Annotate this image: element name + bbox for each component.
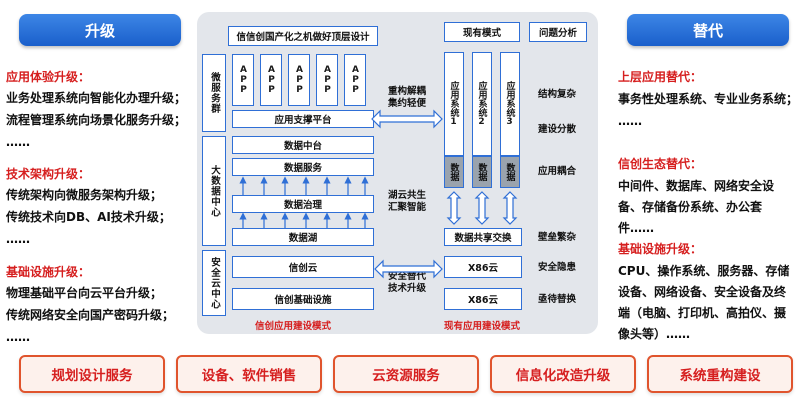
service-it-upgrade[interactable]: 信息化改造升级 [490,355,636,393]
refactor-label-1: 重构解耦 [388,86,427,97]
app-box-3: APP [288,54,310,106]
left-section-2-line-3: …… [6,232,30,246]
right-section-2-title: 信创生态替代： [618,157,703,171]
x86-cloud-bottom: X86云 [444,288,522,310]
xinchuang-infrastructure: 信创基础设施 [232,288,374,310]
right-section-2-line-1: 中间件、数据库、网络安全设备、存储备份系统、办公套件…… [618,179,775,235]
data-lake: 数据湖 [232,228,374,246]
left-section-2-line-2: 传统技术向DB、AI技术升级； [6,210,171,224]
right-section-1-line-1: 事务性处理系统、专业业务系统； [618,92,799,106]
app-system-3: 应用系统3 [500,52,520,156]
left-section-1-line-1: 业务处理系统向智能化办理升级； [6,91,187,105]
top-design-title: 信信创国产化之机做好顶层设计 [228,26,378,46]
app-box-5: APP [344,54,366,106]
left-section-2-line-1: 传统架构向微服务架构升级； [6,188,163,202]
security-cloud-center: 安全云中心 [202,250,226,316]
x86-cloud-top: X86云 [444,256,522,278]
data-box-2: 数据 [472,156,492,188]
right-section-1-title: 上层应用替代： [618,70,703,84]
left-section-1-line-2: 流程管理系统向场景化服务升级； [6,113,187,127]
data-share-exchange: 数据共享交换 [444,228,522,246]
lake-share-label-1: 湖云共生 [388,190,427,201]
left-section-3-line-1: 物理基础平台向云平台升级； [6,286,163,300]
problem-3: 应用耦合 [538,166,577,177]
problem-1: 结构复杂 [538,89,577,100]
right-section-3-line-1: CPU、操作系统、服务器、存储设备、网络设备、安全设备及终端（电脑、打印机、高拍… [618,264,790,341]
left-section-3-title: 基础设施升级： [6,265,91,279]
lake-share-label-2: 汇聚智能 [388,202,427,213]
right-section-3-title: 基础设施升级： [618,242,703,256]
service-cloud-resource[interactable]: 云资源服务 [333,355,479,393]
big-data-center: 大数据中心 [202,136,226,246]
data-box-3: 数据 [500,156,520,188]
upgrade-badge: 升级 [19,14,181,46]
xinchuang-cloud: 信创云 [232,256,374,278]
service-system-rebuild[interactable]: 系统重构建设 [647,355,793,393]
app-box-4: APP [316,54,338,106]
existing-mode-caption: 现有应用建设模式 [444,321,521,332]
app-system-1: 应用系统1 [444,52,464,156]
problem-6: 亟待替换 [538,294,577,305]
data-middle-platform: 数据中台 [232,136,374,154]
service-planning-design[interactable]: 规划设计服务 [19,355,165,393]
problem-5: 安全隐患 [538,262,577,273]
app-system-2: 应用系统2 [472,52,492,156]
left-section-3-line-2: 传统网络安全向国产密码升级； [6,308,175,322]
service-equipment-software-sales[interactable]: 设备、软件销售 [176,355,322,393]
problem-4: 壁垒繁杂 [538,232,577,243]
data-service: 数据服务 [232,158,374,176]
replace-badge: 替代 [627,14,789,46]
problem-analysis-header: 问题分析 [529,22,587,42]
secure-replace-label-2: 技术升级 [388,283,427,294]
left-section-3-line-3: …… [6,330,30,344]
left-section-1-line-3: …… [6,135,30,149]
xinchuang-mode-caption: 信创应用建设模式 [255,321,332,332]
left-section-2-title: 技术架构升级： [6,167,91,181]
micro-service-group: 微服务群 [202,54,226,132]
app-box-2: APP [260,54,282,106]
left-section-1-title: 应用体验升级： [6,70,91,84]
problem-2: 建设分散 [538,124,577,135]
refactor-label-2: 集约轻便 [388,98,427,109]
app-box-1: APP [232,54,254,106]
right-section-1-line-2: …… [618,114,642,128]
data-box-1: 数据 [444,156,464,188]
secure-replace-label-1: 安全替代 [388,271,427,282]
existing-mode-header: 现有模式 [444,22,520,42]
